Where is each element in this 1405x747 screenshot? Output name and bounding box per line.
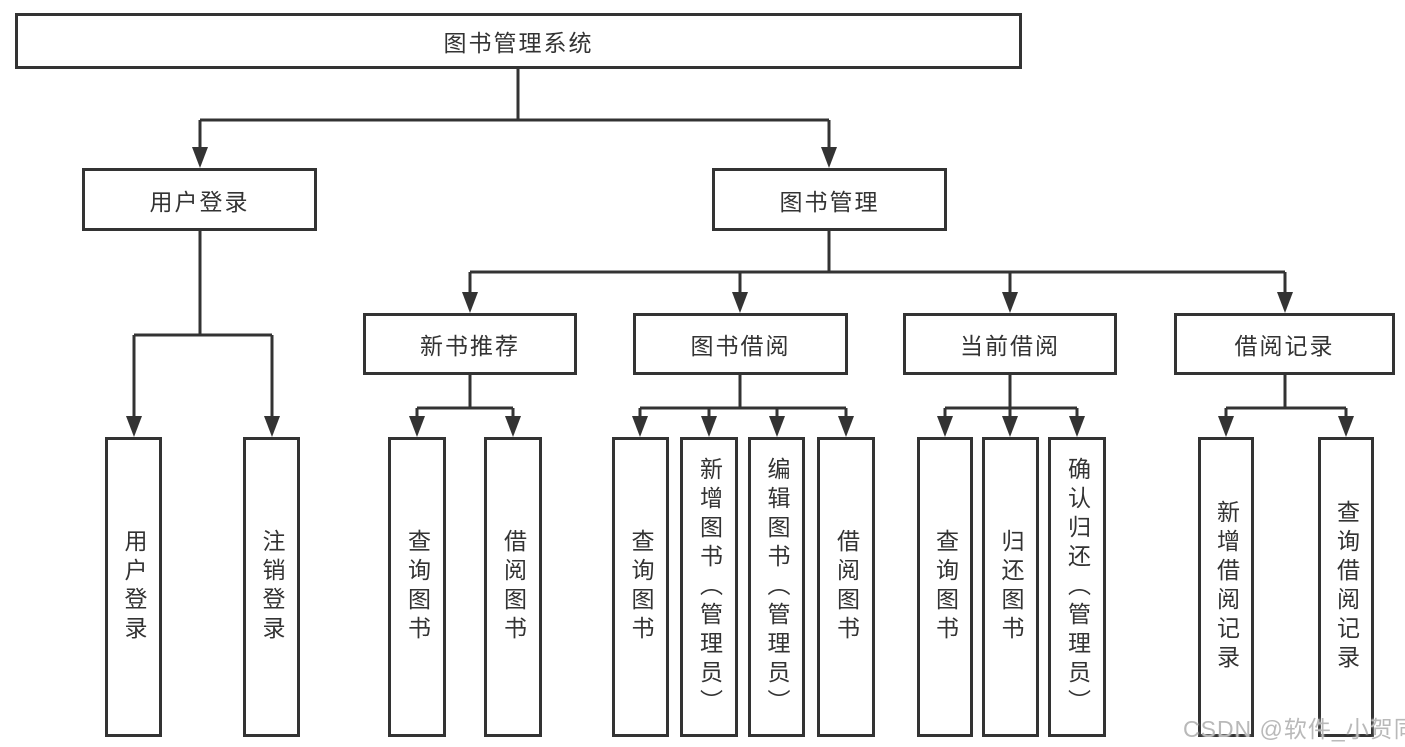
connector-new-book <box>415 375 515 420</box>
arrowhead <box>192 147 208 168</box>
leaf-newbook-borrow-books: 借阅图书 <box>484 437 542 737</box>
node-label: 注销登录 <box>259 529 285 645</box>
leaf-current-return-books: 归还图书 <box>982 437 1039 737</box>
arrowhead <box>821 147 837 168</box>
node-label: 确认归还（管理员） <box>1064 456 1091 718</box>
arrowhead <box>701 416 717 437</box>
arrowhead <box>1002 292 1018 313</box>
node-label: 查询图书 <box>628 529 654 645</box>
leaf-user-login: 用户登录 <box>105 437 162 737</box>
arrowhead <box>1338 416 1354 437</box>
node-label: 编辑图书（管理员） <box>764 456 790 718</box>
arrowhead <box>838 416 854 437</box>
node-user-login: 用户登录 <box>82 168 317 231</box>
connector-root <box>198 69 831 150</box>
arrowhead <box>126 416 142 437</box>
leaf-logout: 注销登录 <box>243 437 300 737</box>
arrowhead <box>1002 416 1018 437</box>
node-library-management-system: 图书管理系统 <box>15 13 1022 69</box>
node-book-borrowing: 图书借阅 <box>633 313 848 375</box>
arrowhead <box>505 416 521 437</box>
arrowhead <box>462 292 478 313</box>
arrowhead <box>632 416 648 437</box>
node-label: 查询借阅记录 <box>1333 500 1360 674</box>
node-label: 查询图书 <box>932 529 959 645</box>
node-label: 借阅图书 <box>500 529 527 645</box>
leaf-borrowing-borrow-books: 借阅图书 <box>817 437 875 737</box>
node-label: 归还图书 <box>998 529 1024 645</box>
arrowhead <box>1218 416 1234 437</box>
node-label: 用户登录 <box>149 188 250 215</box>
leaf-borrowing-edit-books-admin: 编辑图书（管理员） <box>748 437 805 737</box>
node-book-management: 图书管理 <box>712 168 947 231</box>
node-label: 当前借阅 <box>960 333 1060 359</box>
leaf-records-add-borrow-record: 新增借阅记录 <box>1198 437 1254 737</box>
node-label: 图书管理 <box>779 188 880 215</box>
arrowhead <box>937 416 953 437</box>
arrowhead <box>1277 292 1293 313</box>
connector-user-login <box>132 231 274 420</box>
arrowhead <box>732 292 748 313</box>
node-label: 借阅图书 <box>833 529 860 645</box>
leaf-borrowing-add-books-admin: 新增图书（管理员） <box>680 437 738 737</box>
leaf-newbook-query-books: 查询图书 <box>388 437 446 737</box>
watermark: CSDN @软件_小贺同学 <box>1183 716 1405 742</box>
node-label: 借阅记录 <box>1234 333 1335 359</box>
leaf-current-query-books: 查询图书 <box>917 437 973 737</box>
connector-book-management <box>468 231 1287 296</box>
leaf-current-confirm-return-admin: 确认归还（管理员） <box>1048 437 1106 737</box>
connector-borrow-records <box>1224 375 1348 420</box>
node-borrowing-records: 借阅记录 <box>1174 313 1395 375</box>
node-current-borrowing: 当前借阅 <box>903 313 1117 375</box>
arrowhead <box>769 416 785 437</box>
arrowhead <box>1069 416 1085 437</box>
node-label: 新增图书（管理员） <box>696 456 723 718</box>
node-label: 新增借阅记录 <box>1213 500 1240 674</box>
arrowhead <box>409 416 425 437</box>
connector-current-borrow <box>943 375 1079 420</box>
leaf-borrowing-query-books: 查询图书 <box>612 437 669 737</box>
leaf-records-query-borrow-record: 查询借阅记录 <box>1318 437 1374 737</box>
node-label: 用户登录 <box>121 529 147 645</box>
node-label: 新书推荐 <box>420 333 520 359</box>
node-label: 查询图书 <box>404 529 431 645</box>
node-label: 图书管理系统 <box>443 30 594 56</box>
connector-book-borrow <box>638 375 848 420</box>
node-label: 图书借阅 <box>690 333 791 359</box>
node-new-book-recommendation: 新书推荐 <box>363 313 577 375</box>
arrowhead <box>264 416 280 437</box>
